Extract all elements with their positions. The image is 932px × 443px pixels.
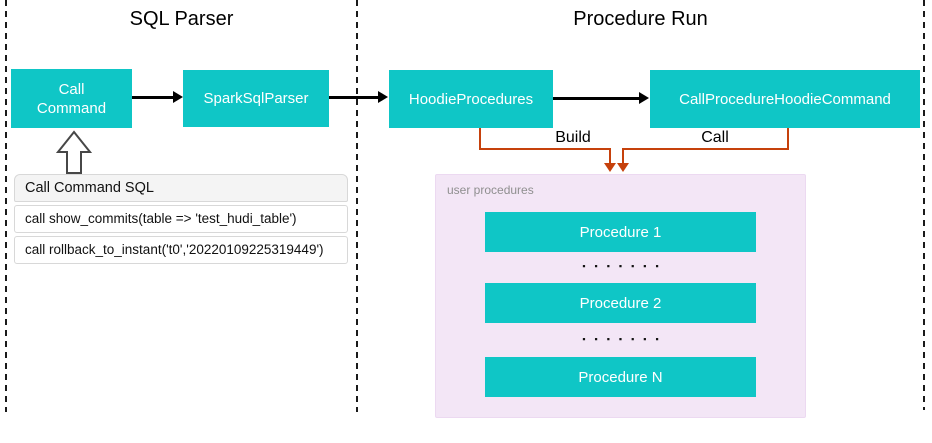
sql-table-header: Call Command SQL	[14, 174, 348, 202]
node-spark-sql-parser: SparkSqlParser	[183, 70, 329, 127]
arrow-parser-to-hoodieprocedures-head-icon	[378, 91, 388, 103]
ellipsis-dots: ▪▪▪▪▪▪▪	[582, 334, 668, 344]
hollow-up-arrow-icon	[55, 130, 93, 174]
call-connector-horizontal	[622, 148, 789, 150]
dashed-border-middle	[356, 0, 358, 412]
arrow-hoodieprocedures-to-command-head-icon	[639, 92, 649, 104]
node-hoodie-procedures: HoodieProcedures	[389, 70, 553, 128]
build-connector-vertical-stub	[479, 128, 481, 150]
build-arrowhead-icon	[604, 163, 616, 172]
procedure-run-section-title: Procedure Run	[573, 8, 708, 30]
build-edge-label: Build	[555, 129, 591, 146]
user-procedures-label: user procedures	[447, 183, 534, 197]
node-procedure-2: Procedure 2	[485, 283, 756, 323]
ellipsis-dots: ▪▪▪▪▪▪▪	[582, 261, 668, 271]
sql-table-row: call rollback_to_instant('t0','202201092…	[14, 236, 348, 264]
sql-parser-section-title: SQL Parser	[129, 8, 234, 30]
call-edge-label: Call	[701, 129, 729, 146]
node-call-command: Call Command	[11, 69, 132, 128]
node-procedure-1: Procedure 1	[485, 212, 756, 252]
build-connector-horizontal	[479, 148, 611, 150]
arrow-callcommand-to-parser-head-icon	[173, 91, 183, 103]
arrow-hoodieprocedures-to-command-line	[553, 97, 640, 100]
build-connector-drop	[609, 148, 611, 165]
dashed-border-right	[923, 0, 925, 410]
node-procedure-n: Procedure N	[485, 357, 756, 397]
call-arrowhead-icon	[617, 163, 629, 172]
call-connector-vertical-stub	[787, 128, 789, 150]
arrow-callcommand-to-parser-line	[132, 96, 174, 99]
arrow-parser-to-hoodieprocedures-line	[329, 96, 379, 99]
node-call-procedure-hoodie-command: CallProcedureHoodieCommand	[650, 70, 920, 128]
dashed-border-left	[5, 0, 7, 412]
call-command-sql-table: Call Command SQL call show_commits(table…	[14, 174, 348, 264]
call-connector-drop	[622, 148, 624, 165]
sql-table-row: call show_commits(table => 'test_hudi_ta…	[14, 205, 348, 233]
